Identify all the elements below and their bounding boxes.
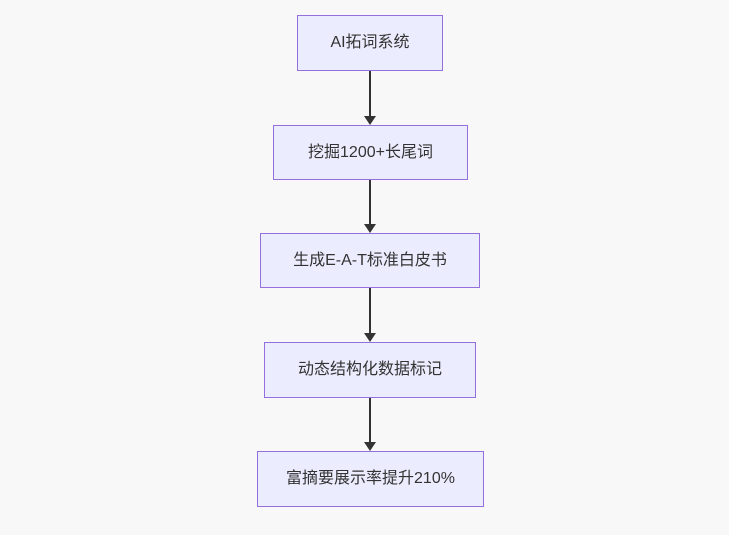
flow-node-label: 生成E-A-T标准白皮书 (293, 251, 447, 269)
flow-node-ai-system: AI拓词系统 (297, 15, 443, 71)
flow-node-label: AI拓词系统 (330, 34, 410, 52)
arrow-down-icon (364, 333, 376, 342)
flow-node-label: 动态结构化数据标记 (297, 361, 442, 379)
flow-node-label: 挖掘1200+长尾词 (308, 143, 433, 161)
flow-edge-line-4 (369, 398, 371, 442)
flow-node-label: 富摘要展示率提升210% (286, 470, 455, 488)
arrow-down-icon (364, 442, 376, 451)
flow-edge-line-1 (369, 71, 371, 116)
flow-node-rich-snippet-result: 富摘要展示率提升210% (257, 451, 484, 507)
flow-edge-line-3 (369, 288, 371, 333)
arrow-down-icon (364, 116, 376, 125)
flow-node-longtail-keywords: 挖掘1200+长尾词 (273, 125, 468, 180)
flow-edge-line-2 (369, 180, 371, 224)
flow-node-eat-whitepaper: 生成E-A-T标准白皮书 (260, 233, 480, 288)
flow-node-structured-data: 动态结构化数据标记 (264, 342, 476, 398)
arrow-down-icon (364, 224, 376, 233)
